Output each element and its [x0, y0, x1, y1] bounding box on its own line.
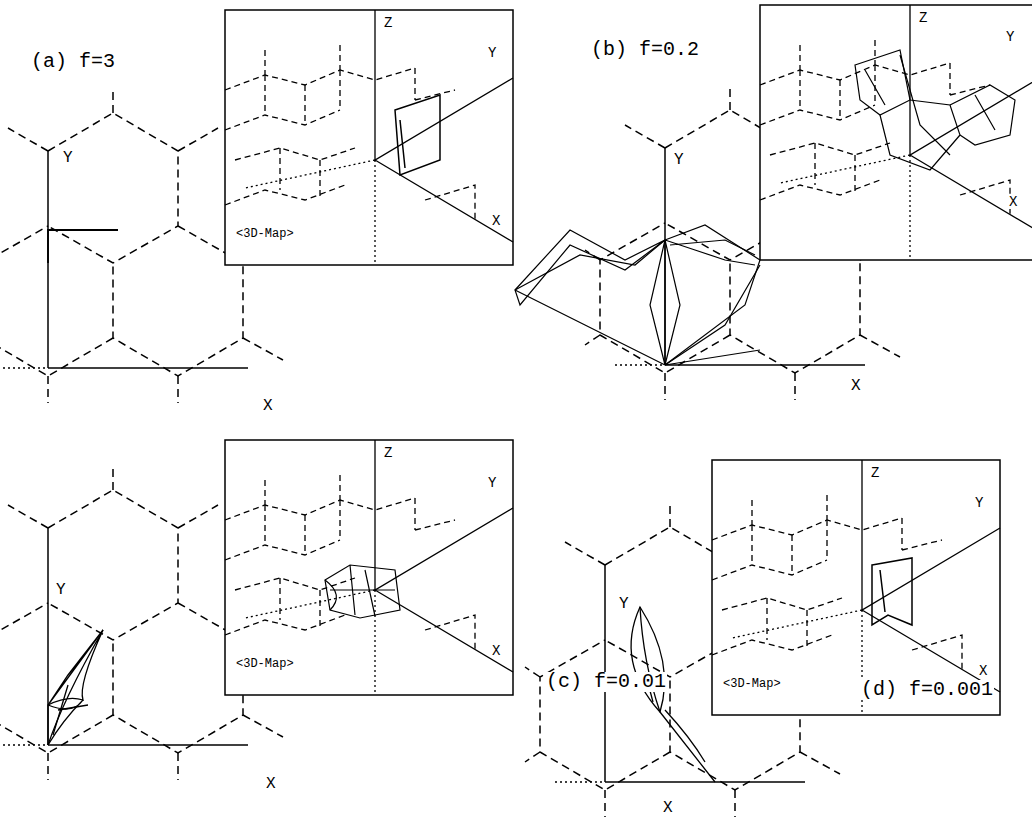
axis-label: Z [383, 16, 393, 30]
map-title: <3D-Map> [235, 228, 295, 240]
map-title: <3D-Map> [722, 678, 782, 690]
axis-label: Y [62, 150, 74, 166]
axis-label: Y [618, 596, 630, 612]
axis-label: X [262, 398, 274, 414]
axis-label: Z [918, 11, 928, 25]
panel-label: (a) f=3 [30, 52, 116, 72]
axis-label: Z [870, 466, 880, 480]
axis-label: X [662, 800, 674, 816]
axis-label: X [1008, 195, 1018, 209]
panel-label: (c) f=0.01 [545, 672, 667, 692]
axis-label: X [978, 664, 988, 678]
axis-label: Y [487, 476, 497, 490]
map-title: <3D-Map> [235, 658, 295, 670]
panel-label: (b) f=0.2 [590, 40, 700, 60]
axis-label: X [850, 378, 862, 394]
axis-label: Y [55, 582, 67, 598]
axis-label: Y [673, 152, 685, 168]
axis-label: X [491, 214, 501, 228]
axis-label: X [265, 776, 277, 792]
axis-label: Z [383, 446, 393, 460]
axis-label: Y [974, 496, 984, 510]
axis-label: Y [487, 46, 497, 60]
axis-label: Y [1005, 30, 1015, 44]
axis-label: X [491, 644, 501, 658]
panel-label: (d) f=0.001 [860, 680, 994, 700]
